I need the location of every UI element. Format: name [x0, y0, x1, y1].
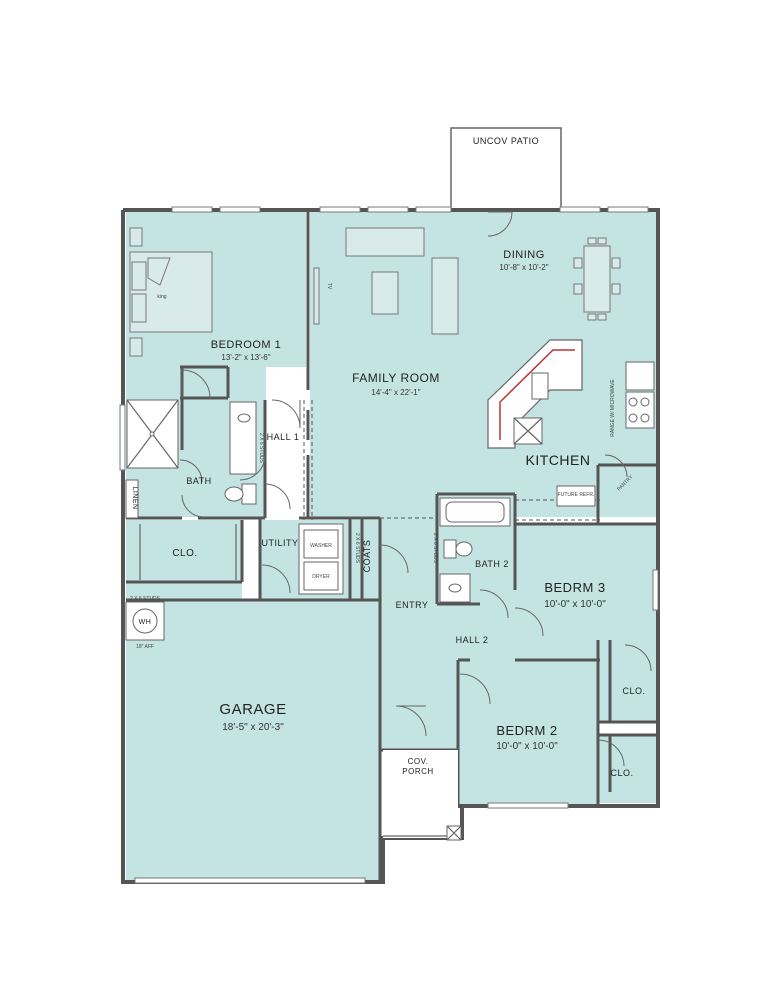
dryer-label: DRYER	[312, 574, 330, 580]
porch-label-2: PORCH	[402, 767, 433, 776]
patio: UNCOV PATIO	[450, 127, 562, 211]
entry-label: ENTRY	[396, 600, 429, 610]
linen-label: LINEN	[131, 486, 138, 509]
windows	[119, 206, 659, 884]
porch-label-1: COV.	[408, 757, 429, 766]
bedroom1-dims: 13'-2" x 13'-6"	[221, 353, 270, 362]
toilet	[241, 483, 257, 505]
dining-label: DINING	[503, 249, 545, 261]
family-room-label: FAMILY ROOM	[352, 371, 440, 385]
dining-dims: 10'-8" x 10'-2"	[499, 263, 548, 272]
bedroom1-furniture: king BEDROOM 1 13'-2" x 13'-6"	[129, 227, 282, 362]
coffee-table	[371, 271, 399, 315]
garage-dims: 18'-5" x 20'-3"	[222, 722, 284, 733]
bedroom1-label: BEDROOM 1	[211, 339, 282, 351]
range	[625, 391, 655, 429]
garage-label: GARAGE	[219, 701, 286, 718]
family-room: TV FAMILY ROOM 14'-4" x 22'-1"	[313, 227, 459, 397]
tv-label: TV	[326, 283, 332, 290]
studs-note-4: 2 X 6 STUDS	[130, 596, 161, 602]
bedrm3: BEDRM 3 10'-0" x 10'-0" CLO.	[544, 580, 645, 696]
bed-label: king	[157, 294, 166, 300]
fridge-label: FUTURE REFR.	[558, 492, 595, 498]
sofa	[345, 227, 425, 257]
water-heater-note: 18" AFF	[136, 644, 154, 650]
studs-note-3: 2 X 6 STUDS	[432, 533, 438, 564]
porch: COV. PORCH	[383, 750, 462, 841]
utility-label: UTILITY	[261, 538, 298, 548]
dining: DINING 10'-8" x 10'-2"	[499, 237, 621, 321]
closet3-label: CLO.	[622, 686, 645, 696]
bath-fixtures: BATH HALL 1 LINEN 2 X 6 STUDS	[125, 399, 300, 519]
dining-table	[583, 245, 611, 313]
loveseat	[431, 257, 459, 335]
sink	[531, 372, 549, 400]
bath2-toilet	[443, 539, 457, 559]
bedrm3-dims: 10'-0" x 10'-0"	[544, 599, 606, 610]
patio-label: UNCOV PATIO	[473, 136, 539, 146]
coats-label: COATS	[362, 540, 372, 573]
kitchen-label: KITCHEN	[526, 452, 591, 468]
bedrm2-label: BEDRM 2	[496, 723, 557, 738]
washer-label: WASHER	[310, 543, 332, 549]
bath2-vanity	[439, 573, 471, 603]
dryer	[303, 561, 339, 591]
kitchen: RANGE W/ MICROWAVE FUTURE REFR. KITCHEN …	[487, 339, 655, 507]
bath-label: BATH	[186, 476, 211, 486]
hall2-label: HALL 2	[456, 635, 489, 645]
closet1-label: CLO.	[172, 548, 197, 559]
family-room-dims: 14'-4" x 22'-1"	[371, 388, 420, 397]
doors	[179, 211, 652, 767]
tv-stand	[313, 267, 320, 325]
hall1-label: HALL 1	[267, 432, 300, 442]
bedrm3-label: BEDRM 3	[544, 580, 605, 595]
bath2: 2 X 6 STUDS BATH 2	[432, 497, 511, 603]
vanity	[229, 401, 257, 475]
bedrm2: BEDRM 2 10'-0" x 10'-0" CLO.	[496, 723, 633, 778]
utility: WASHER DRYER UTILITY 2 X 6 STUDS COATS	[261, 523, 372, 595]
studs-note-1: 2 X 6 STUDS	[258, 433, 264, 464]
bath2-label: BATH 2	[475, 559, 509, 569]
washer	[303, 529, 339, 559]
bedrm2-dims: 10'-0" x 10'-0"	[496, 741, 558, 752]
fridge	[556, 485, 596, 507]
closet2-label: CLO.	[610, 768, 633, 778]
range-label: RANGE W/ MICROWAVE	[610, 379, 616, 437]
garage: WH 18" AFF 2 X 6 STUDS GARAGE 18'-5" x 2…	[125, 596, 286, 733]
closet1: CLO.	[139, 524, 237, 580]
studs-note-2: 2 X 6 STUDS	[354, 533, 360, 564]
water-heater-label: WH	[139, 619, 152, 626]
water-heater	[132, 608, 158, 634]
interior-walls	[126, 212, 656, 882]
